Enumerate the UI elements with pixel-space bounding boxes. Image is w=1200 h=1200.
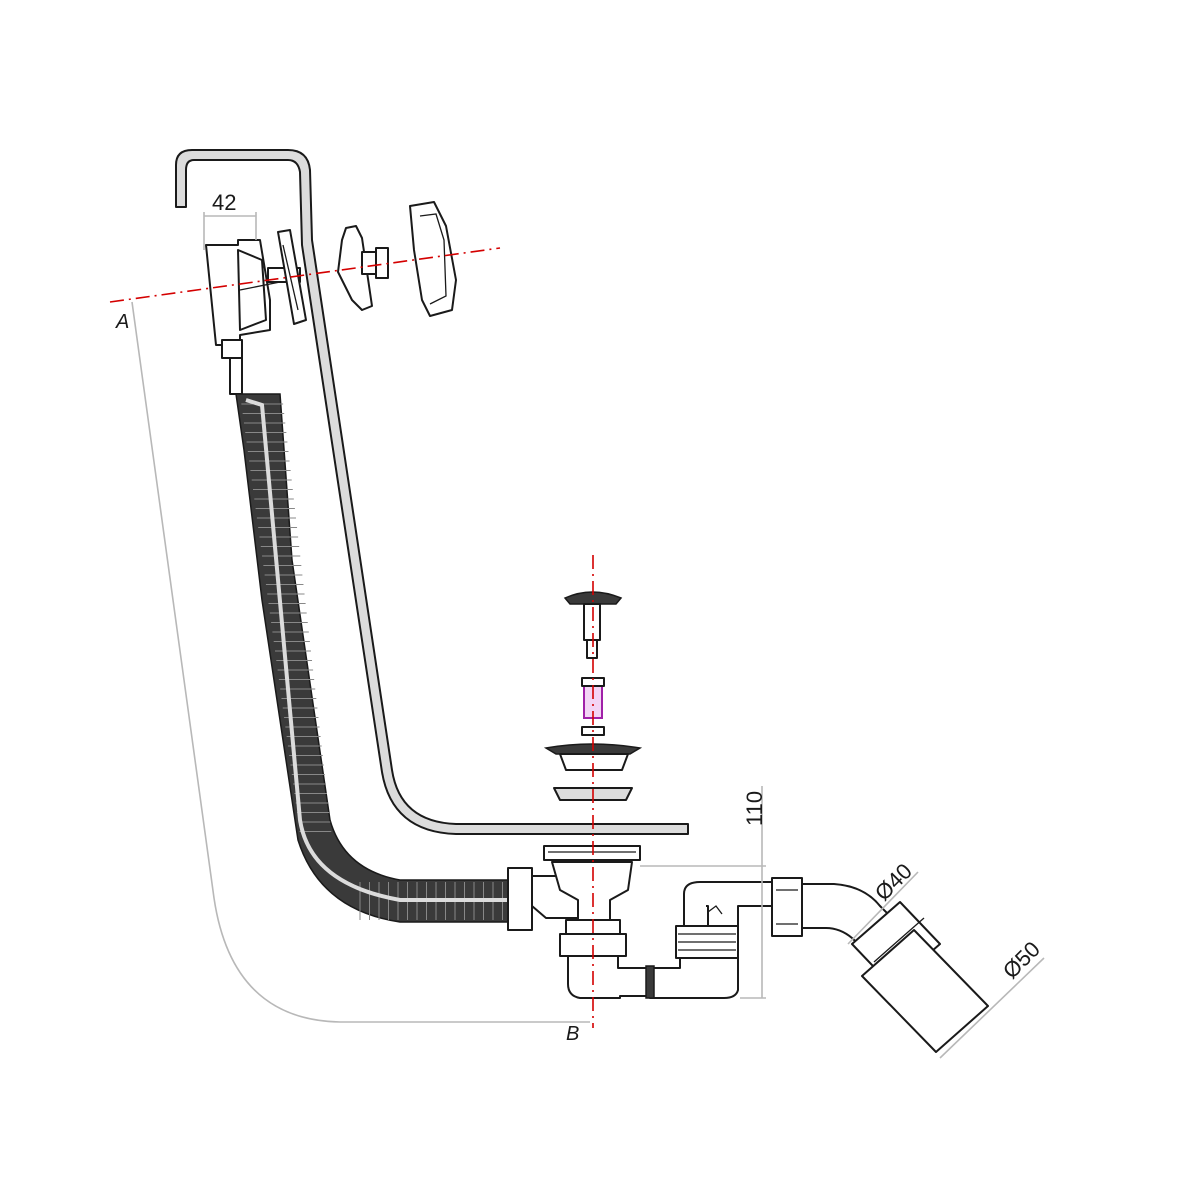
overflow-axis [109,247,501,303]
dim-width-label: 42 [212,190,236,215]
outlet-connector [771,877,989,1053]
overflow-rosette [337,225,389,311]
dim-d50-label: Ø50 [998,936,1045,983]
point-a-label: A [115,311,129,333]
u-trap [567,881,775,999]
overflow-pipe [175,149,689,835]
overflow-head [205,239,301,395]
dimension-lines [131,212,1045,1059]
plug [563,591,623,659]
dim-d40-label: Ø40 [870,858,917,905]
point-b-label: B [566,1023,579,1045]
dim-height-label: 110 [742,791,767,826]
overflow-cover [409,201,457,317]
centre-axes [109,247,594,1028]
flex-hose [235,393,583,931]
